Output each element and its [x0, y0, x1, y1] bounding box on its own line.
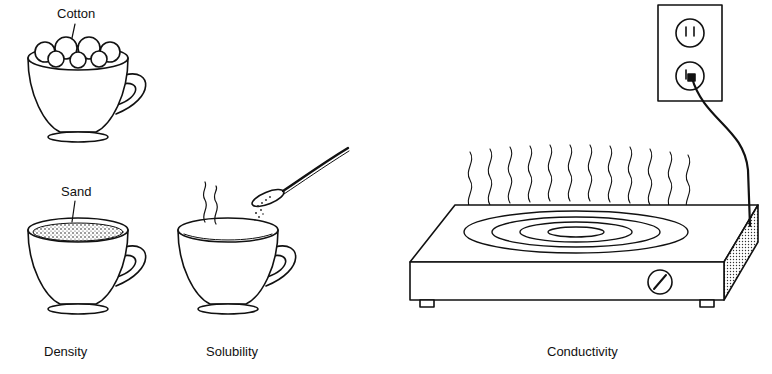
power-cord [692, 78, 750, 226]
part-label: Sand [59, 184, 93, 200]
cotton-ball [91, 51, 107, 67]
property-caption: Solubility [204, 344, 260, 360]
heat-waves [468, 145, 689, 211]
sand-cup [28, 218, 146, 314]
liquid-surface [184, 234, 272, 240]
cup-foot [48, 132, 108, 142]
cup-rim [28, 218, 128, 242]
cotton-cup [28, 24, 146, 142]
cotton-ball [48, 51, 64, 67]
leader-line [72, 201, 75, 222]
sand-fill [33, 223, 123, 241]
solubility-cup [178, 218, 296, 314]
cup-foot [198, 304, 258, 314]
leader-line [72, 24, 75, 38]
wall-outlet [658, 5, 722, 101]
steam [203, 182, 217, 224]
cotton-ball [70, 52, 86, 68]
spoon [250, 148, 349, 210]
hot-plate [410, 205, 758, 307]
cup-rim [178, 218, 278, 242]
cup-foot [48, 304, 108, 314]
property-caption: Conductivity [545, 344, 620, 360]
sugar-grains [254, 196, 271, 221]
part-label: Cotton [55, 6, 97, 22]
property-caption: Density [42, 344, 89, 360]
